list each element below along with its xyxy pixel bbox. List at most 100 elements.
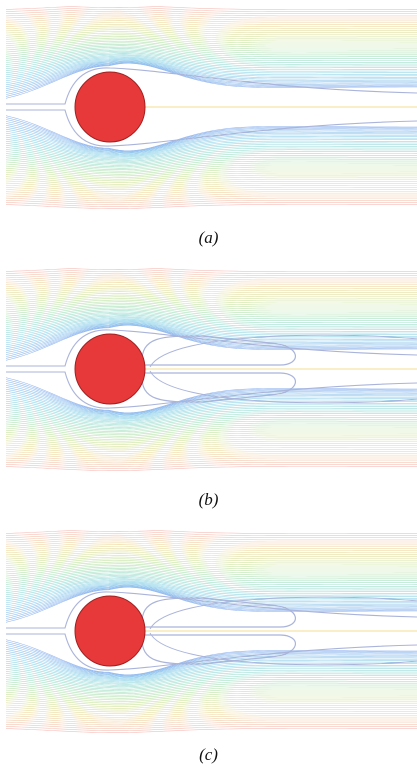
- streamline: [6, 132, 417, 156]
- streamline: [6, 141, 417, 160]
- streamline: [6, 153, 417, 168]
- streamline: [6, 178, 417, 187]
- streamline: [6, 121, 417, 152]
- streamline: [6, 377, 417, 414]
- streamline: [6, 58, 417, 82]
- streamline: [6, 59, 417, 84]
- streamline: [6, 319, 417, 342]
- streamline: [6, 62, 417, 93]
- streamline: [6, 421, 417, 434]
- streamline: [6, 656, 417, 680]
- streamline: [6, 304, 417, 317]
- streamline: [6, 444, 417, 452]
- wake-outer-streamline: [149, 334, 417, 368]
- streamline: [6, 398, 417, 420]
- streamline: [6, 117, 417, 152]
- streamline: [6, 449, 417, 456]
- streamline: [6, 302, 417, 315]
- streamline: [6, 46, 417, 61]
- wake-outer-streamline: [149, 632, 417, 666]
- streamline: [6, 193, 417, 200]
- streamline: [6, 466, 417, 471]
- streamline: [6, 683, 417, 696]
- streamline: [6, 651, 417, 678]
- separation-streamline: [6, 371, 417, 409]
- streamline: [6, 25, 417, 34]
- streamline: [6, 700, 417, 709]
- streamline: [6, 6, 417, 10]
- wake-outer-streamline: [149, 596, 417, 630]
- streamline: [6, 440, 417, 449]
- streamline: [6, 561, 417, 573]
- streamline: [6, 134, 417, 157]
- streamline: [6, 161, 417, 174]
- streamline: [6, 280, 417, 287]
- streamline: [6, 143, 417, 161]
- wake-streamlines-a: [6, 67, 417, 147]
- streamline: [6, 457, 417, 464]
- streamline: [6, 204, 417, 209]
- streamline: [6, 59, 417, 86]
- streamline: [6, 195, 417, 202]
- streamline: [6, 396, 417, 419]
- wake-streamlines-c: [6, 591, 417, 671]
- streamline: [6, 37, 417, 49]
- streamline: [6, 392, 417, 417]
- streamline: [6, 271, 417, 276]
- streamline: [6, 182, 417, 190]
- streamline: [6, 184, 417, 192]
- streamline-plot-a: [6, 6, 417, 209]
- streamline: [6, 662, 417, 683]
- streamline: [6, 582, 417, 606]
- streamline: [6, 647, 417, 677]
- streamline: [6, 136, 417, 158]
- streamline: [6, 381, 417, 414]
- streamline: [6, 409, 417, 426]
- streamline: [6, 586, 417, 623]
- streamline: [6, 530, 417, 536]
- streamline: [6, 677, 417, 692]
- streamline: [6, 27, 417, 36]
- streamline: [6, 306, 417, 319]
- streamline: [6, 197, 417, 204]
- streamline: [6, 39, 417, 51]
- streamline: [6, 533, 417, 538]
- streamline: [6, 287, 417, 296]
- streamline: [6, 411, 417, 427]
- recirculation-bubble: [141, 372, 297, 403]
- panel-c: [6, 530, 417, 733]
- streamline: [6, 673, 417, 689]
- streamline: [6, 321, 417, 346]
- caption-a: (a): [198, 228, 219, 247]
- separation-streamline: [6, 67, 417, 105]
- streamline: [6, 385, 417, 415]
- streamline: [6, 556, 417, 566]
- streamline: [6, 669, 417, 686]
- streamline: [6, 294, 417, 304]
- caption-c: (c): [199, 745, 218, 764]
- streamline: [6, 667, 417, 685]
- streamline: [6, 555, 417, 564]
- streamline: [6, 200, 417, 205]
- streamline: [6, 32, 417, 42]
- streamline: [6, 583, 417, 608]
- separation-streamline: [6, 633, 417, 671]
- streamline: [6, 315, 417, 333]
- panel-a: [6, 6, 417, 209]
- streamline: [6, 167, 417, 178]
- streamline: [6, 544, 417, 551]
- cylinder-b: [74, 333, 146, 405]
- streamline: [6, 289, 417, 298]
- streamline: [6, 442, 417, 451]
- streamline: [6, 322, 417, 349]
- streamline: [6, 10, 417, 17]
- streamline: [6, 585, 417, 615]
- streamline: [6, 314, 417, 331]
- streamline: [6, 581, 417, 604]
- streamline: [6, 548, 417, 556]
- streamline: [6, 574, 417, 591]
- streamline: [6, 394, 417, 418]
- streamline: [6, 9, 417, 14]
- streamline: [6, 572, 417, 587]
- streamline: [6, 434, 417, 444]
